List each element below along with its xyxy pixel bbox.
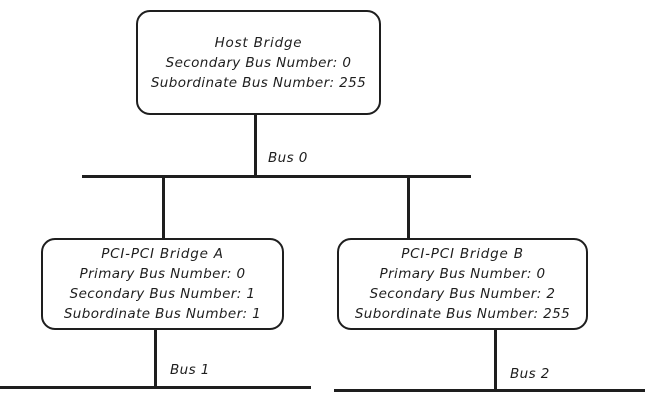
bus-2-line <box>334 389 645 392</box>
connector-host-bridge-to-bus-0 <box>254 113 257 178</box>
node-pci-pci-bridge-b[interactable]: PCI-PCI Bridge B Primary Bus Number: 0 S… <box>337 238 588 330</box>
node-bridge-b-secondary-bus: Secondary Bus Number: 2 <box>369 286 556 302</box>
node-bridge-b-subordinate-bus: Subordinate Bus Number: 255 <box>354 306 571 322</box>
node-host-bridge-secondary-bus: Secondary Bus Number: 0 <box>165 54 352 71</box>
connector-bus-0-to-bridge-a <box>162 175 165 240</box>
node-host-bridge-subordinate-bus: Subordinate Bus Number: 255 <box>150 74 367 91</box>
node-pci-pci-bridge-a[interactable]: PCI-PCI Bridge A Primary Bus Number: 0 S… <box>41 238 284 330</box>
bus-1-line <box>0 386 311 389</box>
bus-1-label: Bus 1 <box>170 362 210 378</box>
node-bridge-b-title: PCI-PCI Bridge B <box>401 246 524 262</box>
node-bridge-b-primary-bus: Primary Bus Number: 0 <box>379 266 546 282</box>
node-bridge-a-primary-bus: Primary Bus Number: 0 <box>79 266 246 282</box>
node-host-bridge[interactable]: Host Bridge Secondary Bus Number: 0 Subo… <box>136 10 381 115</box>
bus-2-label: Bus 2 <box>510 366 550 382</box>
bus-0-label: Bus 0 <box>268 150 308 166</box>
node-bridge-a-title: PCI-PCI Bridge A <box>101 246 224 262</box>
bus-0-line <box>82 175 471 178</box>
connector-bridge-b-to-bus-2 <box>494 328 497 392</box>
node-bridge-a-secondary-bus: Secondary Bus Number: 1 <box>69 286 256 302</box>
connector-bus-0-to-bridge-b <box>407 175 410 240</box>
node-bridge-a-subordinate-bus: Subordinate Bus Number: 1 <box>63 306 262 322</box>
connector-bridge-a-to-bus-1 <box>154 328 157 389</box>
node-host-bridge-title: Host Bridge <box>214 34 303 51</box>
